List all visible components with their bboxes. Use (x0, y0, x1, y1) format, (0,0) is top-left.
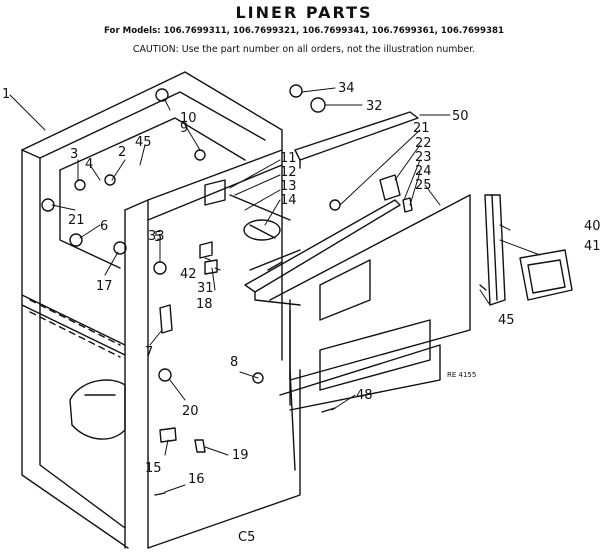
fan-assembly-part (204, 179, 291, 241)
callout-23: 23 (415, 150, 432, 165)
cabinet-liner (21, 71, 301, 549)
callout-9: 9 (180, 121, 188, 136)
leader-lines (9, 87, 541, 493)
breaker-strip-part (294, 111, 419, 169)
models-line: For Models: 106.7699311, 106.7699321, 10… (104, 26, 504, 36)
callout-45b: 45 (498, 313, 515, 328)
callout-48: 48 (356, 388, 373, 403)
callout-13: 13 (280, 179, 297, 194)
callout-7: 7 (145, 345, 153, 360)
callout-3: 3 (70, 147, 78, 162)
grille-part (519, 249, 573, 301)
callout-31: 31 (197, 281, 214, 296)
callout-17: 17 (96, 279, 113, 294)
callout-50: 50 (452, 109, 469, 124)
callout-16: 16 (188, 472, 205, 487)
callout-15: 15 (145, 461, 162, 476)
callout-1: 1 (2, 87, 10, 102)
callout-20: 20 (182, 404, 199, 419)
callout-45a: 45 (135, 135, 152, 150)
callout-6: 6 (100, 219, 108, 234)
callout-8: 8 (230, 355, 238, 370)
caution-line: CAUTION: Use the part number on all orde… (132, 44, 476, 55)
callout-4: 4 (85, 157, 93, 172)
control-panel-part (244, 194, 471, 411)
callout-40: 40 (584, 219, 601, 234)
callout-10: 10 (180, 111, 197, 126)
callout-22: 22 (415, 136, 432, 151)
callout-2: 2 (118, 145, 126, 160)
callout-5: 5 (154, 230, 162, 245)
callout-41: 41 (584, 239, 601, 254)
callout-33: 33 (148, 229, 165, 244)
callout-34: 34 (338, 81, 355, 96)
callout-11: 11 (280, 151, 297, 166)
diagram-title: LINER PARTS (235, 3, 373, 22)
callout-21b: 21 (413, 121, 430, 136)
small-parts (41, 84, 487, 496)
callout-12: 12 (280, 165, 297, 180)
callout-21a: 21 (68, 213, 85, 228)
callout-14: 14 (280, 193, 297, 208)
callout-18: 18 (196, 297, 213, 312)
evaporator-cover-part (484, 194, 506, 306)
callout-24: 24 (415, 164, 432, 179)
callout-42: 42 (180, 267, 197, 282)
bottom-mark: C5 (238, 530, 255, 545)
callout-25: 25 (415, 178, 432, 193)
illustration-code: RE 4155 (447, 371, 476, 379)
callout-19: 19 (232, 448, 249, 463)
callout-32: 32 (366, 99, 383, 114)
